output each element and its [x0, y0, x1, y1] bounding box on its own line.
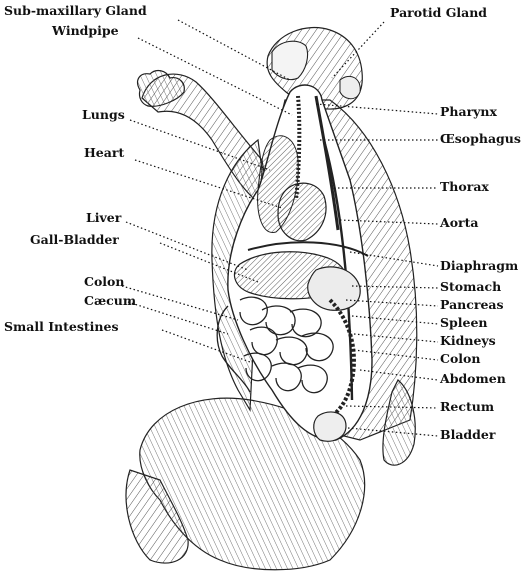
leader-caecum	[128, 302, 228, 334]
label-kidneys: Kidneys	[440, 334, 496, 348]
label-abdomen: Abdomen	[440, 372, 506, 386]
label-small-intestines: Small Intestines	[4, 320, 119, 334]
label-oesophagus: Œsophagus	[440, 132, 521, 146]
label-liver: Liver	[86, 211, 121, 225]
label-parotid-gland: Parotid Gland	[390, 6, 487, 20]
label-caecum: Cæcum	[84, 294, 136, 308]
label-stomach: Stomach	[440, 280, 501, 294]
label-heart: Heart	[84, 146, 124, 160]
label-lungs: Lungs	[82, 108, 125, 122]
label-sub-maxillary-gland: Sub-maxillary Gland	[4, 4, 147, 18]
label-colon-right: Colon	[440, 352, 480, 366]
label-aorta: Aorta	[440, 216, 479, 230]
bladder-shape	[314, 412, 346, 441]
label-bladder: Bladder	[440, 428, 495, 442]
label-thorax: Thorax	[440, 180, 489, 194]
label-windpipe: Windpipe	[52, 24, 119, 38]
label-spleen: Spleen	[440, 316, 488, 330]
ear	[340, 76, 360, 98]
label-gall-bladder: Gall-Bladder	[30, 233, 119, 247]
label-pharynx: Pharynx	[440, 105, 497, 119]
label-colon-left: Colon	[84, 275, 124, 289]
label-rectum: Rectum	[440, 400, 494, 414]
label-pancreas: Pancreas	[440, 298, 504, 312]
label-diaphragm: Diaphragm	[440, 259, 518, 273]
